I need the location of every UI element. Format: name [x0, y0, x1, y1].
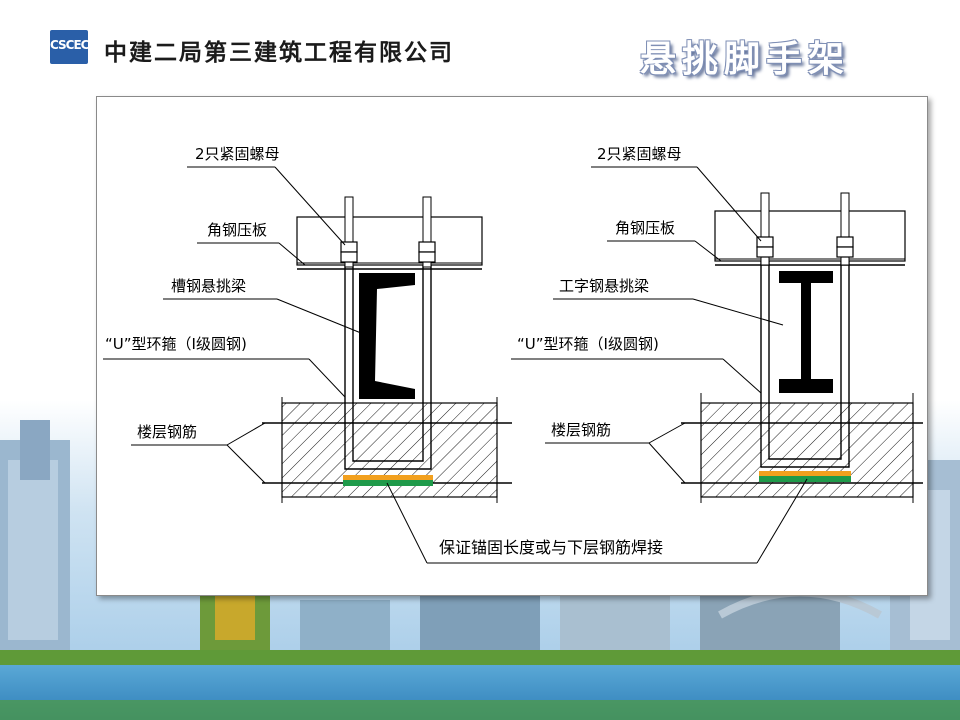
right-angle-press-plate [714, 210, 906, 262]
header-bar: CSCEC 中建二局第三建筑工程有限公司 悬挑脚手架 [0, 0, 960, 92]
right-anchor-orange [759, 471, 851, 476]
left-bolt-b [422, 196, 432, 268]
right-anchor-green [759, 476, 851, 482]
logo-text: CSCEC [50, 38, 89, 52]
left-detail: 2只紧固螺母 角钢压板 槽钢悬挑梁 “U”型环箍（Ⅰ级圆钢) 楼层钢筋 [103, 145, 512, 503]
left-hoop-label: “U”型环箍（Ⅰ级圆钢) [105, 335, 247, 353]
diagram-panel: 2只紧固螺母 角钢压板 槽钢悬挑梁 “U”型环箍（Ⅰ级圆钢) 楼层钢筋 [96, 96, 928, 596]
left-beam-label: 槽钢悬挑梁 [171, 277, 246, 295]
right-nut-label: 2只紧固螺母 [597, 145, 682, 163]
right-hoop-label: “U”型环箍（Ⅰ级圆钢) [517, 335, 659, 353]
left-anchor-green [343, 480, 433, 486]
right-plate-label: 角钢压板 [615, 219, 675, 237]
company-logo: CSCEC [50, 30, 89, 64]
left-nut-b [418, 241, 436, 253]
left-u-hoop [344, 223, 432, 470]
left-angle-press-plate [296, 216, 483, 266]
slide-title: 悬挑脚手架 [640, 38, 851, 80]
right-nut-b [836, 236, 854, 248]
bottom-note: 保证锚固长度或与下层钢筋焊接 [386, 478, 808, 564]
left-rebar-label: 楼层钢筋 [137, 423, 197, 441]
left-nut-label: 2只紧固螺母 [195, 145, 280, 163]
right-u-hoop [760, 215, 850, 468]
right-detail: 2只紧固螺母 角钢压板 工字钢悬挑梁 “U”型环箍（Ⅰ级圆钢) 楼层钢筋 [511, 145, 923, 503]
right-bolt-b [840, 192, 850, 266]
left-bolt-a [344, 196, 354, 268]
left-anchor-orange [343, 475, 433, 480]
left-channel-steel-beam [359, 273, 415, 399]
anchorage-note: 保证锚固长度或与下层钢筋焊接 [439, 538, 663, 557]
right-beam-label: 工字钢悬挑梁 [559, 277, 649, 295]
company-name: 中建二局第三建筑工程有限公司 [104, 40, 454, 66]
right-bolt-a [760, 192, 770, 266]
right-i-beam [779, 271, 833, 393]
right-rebar-label: 楼层钢筋 [551, 421, 611, 439]
left-plate-label: 角钢压板 [207, 221, 267, 239]
scaffold-detail-drawing: 2只紧固螺母 角钢压板 槽钢悬挑梁 “U”型环箍（Ⅰ级圆钢) 楼层钢筋 [103, 145, 923, 564]
